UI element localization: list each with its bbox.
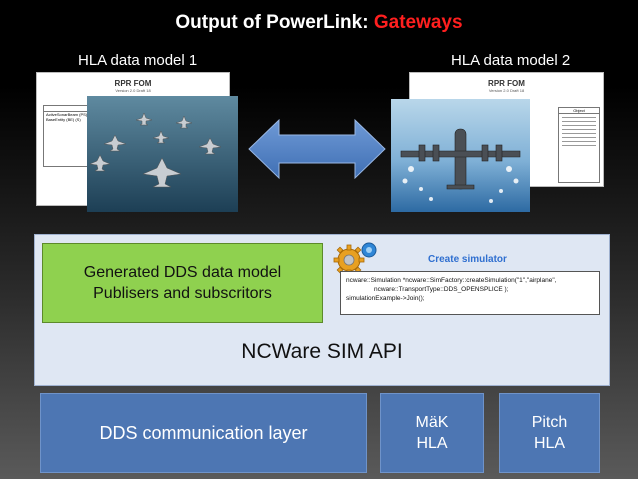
dds-communication-layer: DDS communication layer — [40, 393, 367, 473]
doc-subtitle: Version 2.0 Draft 18 — [488, 88, 525, 93]
gunship-aircraft-image — [391, 99, 530, 212]
mak-line-2: HLA — [416, 435, 448, 452]
code-snippet: ncware::Simulation *ncware::SimFactory::… — [340, 271, 600, 315]
generated-line-1: Generated DDS data model — [83, 264, 282, 281]
mak-hla-box: MäK HLA — [380, 393, 484, 473]
code-line-1: ncware::Simulation *ncware::SimFactory::… — [346, 277, 557, 284]
double-arrow-icon — [247, 118, 387, 185]
create-simulator-label: Create simulator — [428, 254, 507, 265]
title-prefix: Output of PowerLink: — [175, 12, 374, 33]
doc-table: Object — [558, 107, 600, 183]
pitch-line-1: Pitch — [531, 414, 568, 431]
fighter-jets-image — [87, 96, 238, 212]
generated-dds-model-box: Generated DDS data model Publisers and s… — [42, 243, 323, 323]
mak-line-1: MäK — [415, 414, 449, 431]
pitch-hla-box: Pitch HLA — [499, 393, 600, 473]
title-highlight: Gateways — [373, 12, 463, 33]
doc-title: RPR FOM — [488, 79, 525, 88]
generated-line-2: Publisers and subscritors — [93, 285, 272, 302]
doc-table-header: Object — [559, 108, 599, 114]
code-line-2: ncware::TransportType::DDS_OPENSPLICE ); — [374, 286, 509, 293]
hla-model-2-label: HLA data model 2 — [451, 52, 571, 69]
doc-table-row: BaseEntity (BE) (S) — [46, 117, 81, 122]
slide-title: Output of PowerLink: Gateways — [0, 12, 638, 34]
doc-table-row: ActiveSonarBeam (PS) — [46, 112, 88, 117]
code-line-3: simulationExample->Join(); — [346, 295, 425, 302]
pitch-line-2: HLA — [533, 435, 566, 452]
dds-layer-label: DDS communication layer — [99, 422, 308, 443]
doc-title: RPR FOM — [114, 79, 152, 88]
doc-subtitle: Version 2.0 Draft 18 — [115, 88, 151, 93]
api-label: NCWare SIM API — [241, 340, 403, 363]
hla-model-1-label: HLA data model 1 — [78, 52, 198, 69]
